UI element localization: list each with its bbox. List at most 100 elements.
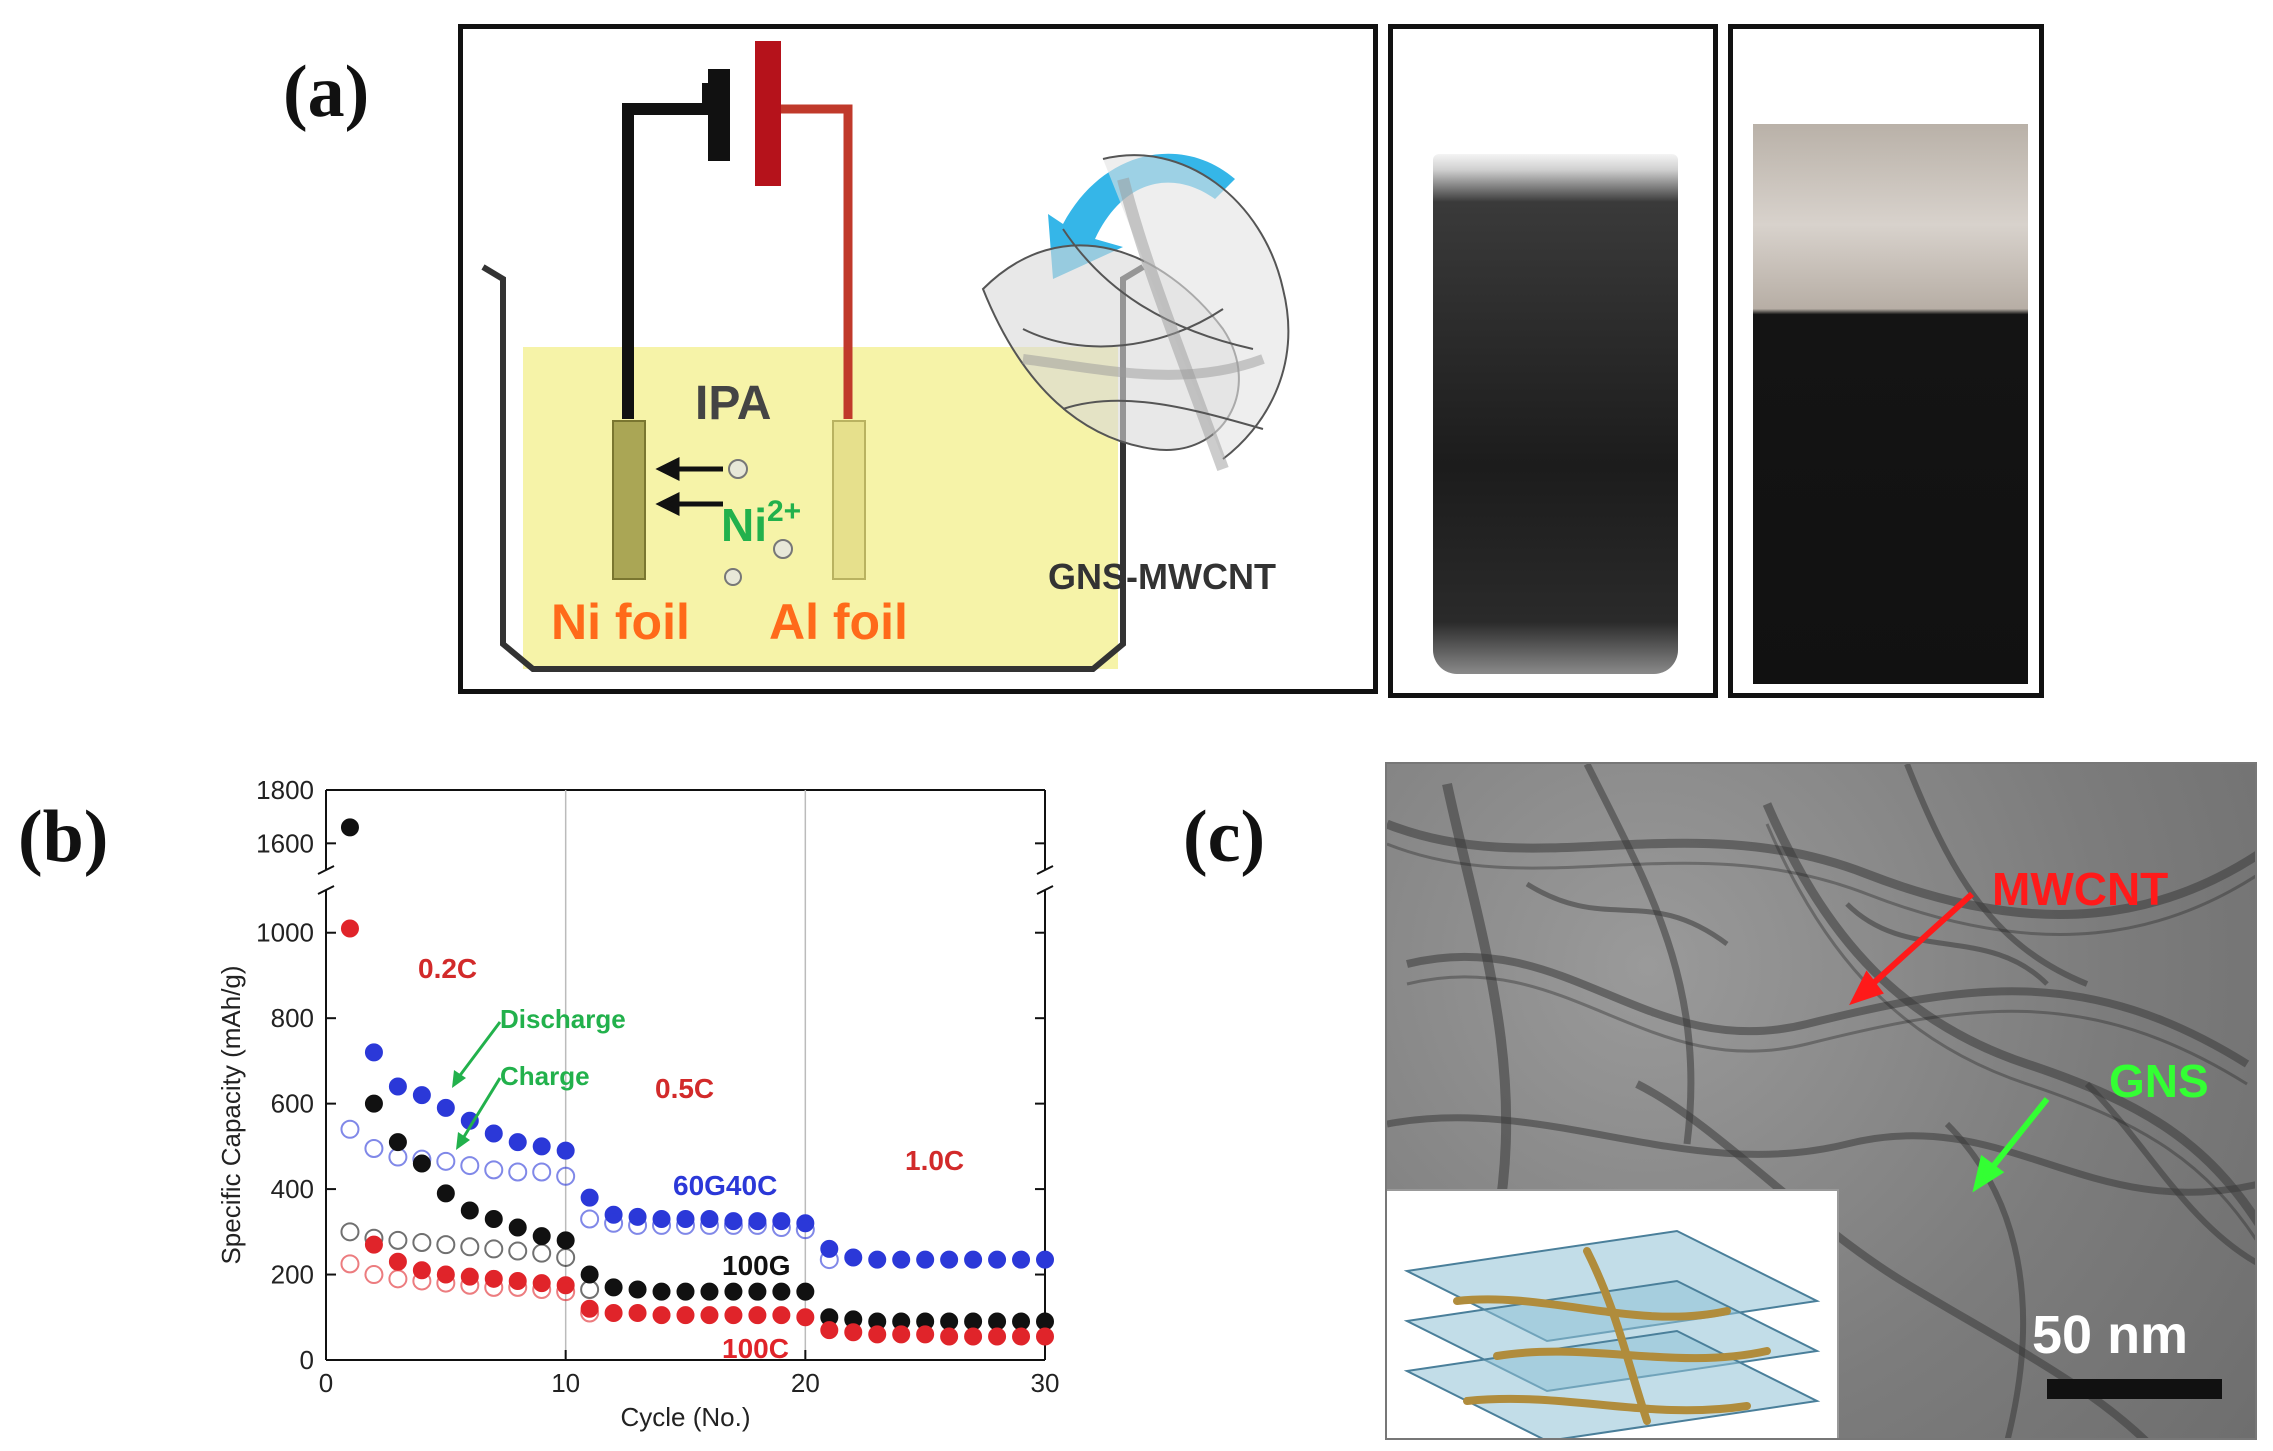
data-point-charge: [795, 1220, 815, 1240]
data-point-charge: [532, 1162, 552, 1182]
data-point-discharge: [940, 1250, 959, 1269]
data-point-charge: [652, 1215, 672, 1235]
data-point-discharge: [772, 1282, 791, 1301]
data-point-charge: [771, 1218, 791, 1238]
data-point-charge: [340, 1254, 360, 1274]
tem-annotation-arrows: [1849, 891, 2222, 1399]
data-point-charge: [747, 1215, 767, 1235]
charge-label: Charge: [500, 1061, 590, 1091]
data-point-discharge: [532, 1137, 551, 1156]
data-point-charge: [604, 1213, 624, 1233]
data-point-charge: [412, 1233, 432, 1252]
data-point-charge: [388, 1230, 408, 1250]
charge-arrow: [460, 1077, 502, 1141]
data-point-charge: [484, 1239, 504, 1259]
data-point-charge: [532, 1280, 552, 1299]
data-point-discharge: [1012, 1327, 1031, 1346]
film-sample: [1753, 124, 2028, 684]
rate-label-0-2c: 0.2C: [418, 953, 477, 984]
data-point-discharge: [484, 1124, 503, 1143]
data-point-charge: [388, 1147, 408, 1167]
x-tick-label: 30: [1031, 1368, 1060, 1398]
data-point-charge: [556, 1247, 576, 1267]
data-point-discharge: [748, 1212, 767, 1231]
gns-arrow-icon: [1972, 1097, 2050, 1193]
charge-arrowhead: [456, 1132, 470, 1150]
data-point-discharge: [1012, 1250, 1031, 1269]
data-point-discharge: [748, 1306, 767, 1325]
battery-negative-plate: [708, 69, 730, 161]
x-axis-label: Cycle (No.): [620, 1402, 750, 1432]
discharge-label: Discharge: [500, 1004, 626, 1034]
data-point-discharge: [1012, 1312, 1031, 1331]
axis-break-mark: [1036, 885, 1054, 895]
al-electrode: [832, 420, 866, 580]
data-point-charge: [460, 1275, 480, 1295]
data-point-discharge: [388, 1133, 407, 1152]
data-point-charge: [388, 1269, 408, 1289]
data-point-charge: [556, 1282, 576, 1302]
data-point-discharge: [604, 1304, 623, 1322]
battery-positive-plate: [755, 41, 781, 186]
data-point-charge: [436, 1273, 456, 1293]
data-point-discharge: [796, 1214, 815, 1233]
scale-bar: [2047, 1379, 2222, 1399]
panel-a-dispersion-photo: [1388, 24, 1718, 698]
data-point-charge: [340, 1222, 360, 1242]
data-point-charge: [484, 1277, 504, 1297]
data-point-discharge: [796, 1282, 815, 1301]
discharge-arrowhead: [452, 1070, 466, 1088]
y-tick-label: 1800: [256, 775, 314, 805]
data-point-discharge: [532, 1274, 551, 1293]
data-point-charge: [676, 1215, 695, 1235]
y-tick-label: 1000: [256, 918, 314, 948]
data-point-discharge: [964, 1312, 983, 1331]
data-point-discharge: [388, 1252, 407, 1271]
data-point-discharge: [892, 1325, 911, 1344]
data-point-discharge: [580, 1265, 599, 1284]
data-point-charge: [484, 1160, 504, 1180]
data-point-discharge: [1036, 1250, 1054, 1269]
y-tick-label: 800: [271, 1003, 314, 1033]
data-point-discharge: [796, 1308, 815, 1327]
mwcnt-label: MWCNT: [1992, 863, 2169, 915]
data-point-discharge: [844, 1248, 863, 1267]
discharge-arrow: [456, 1021, 502, 1079]
data-point-discharge: [556, 1231, 575, 1250]
data-point-discharge: [772, 1212, 791, 1231]
y-tick-label: 400: [271, 1174, 314, 1204]
data-point-discharge: [364, 1235, 383, 1254]
data-point-discharge: [652, 1306, 671, 1325]
data-point-charge: [436, 1235, 456, 1255]
x-tick-label: 0: [319, 1368, 333, 1398]
data-point-discharge: [916, 1325, 935, 1344]
data-point-discharge: [724, 1212, 743, 1231]
data-point-discharge: [460, 1201, 479, 1220]
panel-c-label: (c): [1183, 796, 1266, 878]
data-point-discharge: [412, 1154, 431, 1173]
data-point-discharge: [580, 1299, 599, 1318]
panel-a-schematic: IPA Ni2+ Ni foil Al foil GNS-MWCNT: [458, 24, 1378, 694]
data-point-discharge: [700, 1282, 719, 1301]
ni-ion-label: Ni2+: [721, 495, 801, 551]
data-point-discharge: [436, 1184, 455, 1203]
panel-a-label: (a): [283, 51, 370, 133]
data-point-charge: [819, 1250, 839, 1270]
scale-bar-label: 50 nm: [2032, 1305, 2189, 1365]
data-point-discharge: [340, 919, 359, 938]
gns-label: GNS: [2109, 1055, 2209, 1107]
series-label-100g: 100G: [722, 1250, 791, 1281]
electrolysis-schematic: IPA Ni2+ Ni foil Al foil GNS-MWCNT: [481, 41, 1290, 672]
data-point-charge: [699, 1215, 719, 1235]
gns-mwcnt-illustration: [981, 154, 1290, 472]
ni-foil-label: Ni foil: [551, 594, 690, 650]
data-point-discharge: [988, 1327, 1007, 1346]
data-point-discharge: [628, 1280, 647, 1299]
data-point-discharge: [580, 1188, 599, 1207]
data-point-discharge: [676, 1306, 695, 1325]
y-tick-label: 0: [300, 1345, 314, 1375]
data-point-discharge: [652, 1282, 671, 1301]
y-tick-label: 1600: [256, 828, 314, 858]
axis-break-mark: [317, 885, 335, 895]
